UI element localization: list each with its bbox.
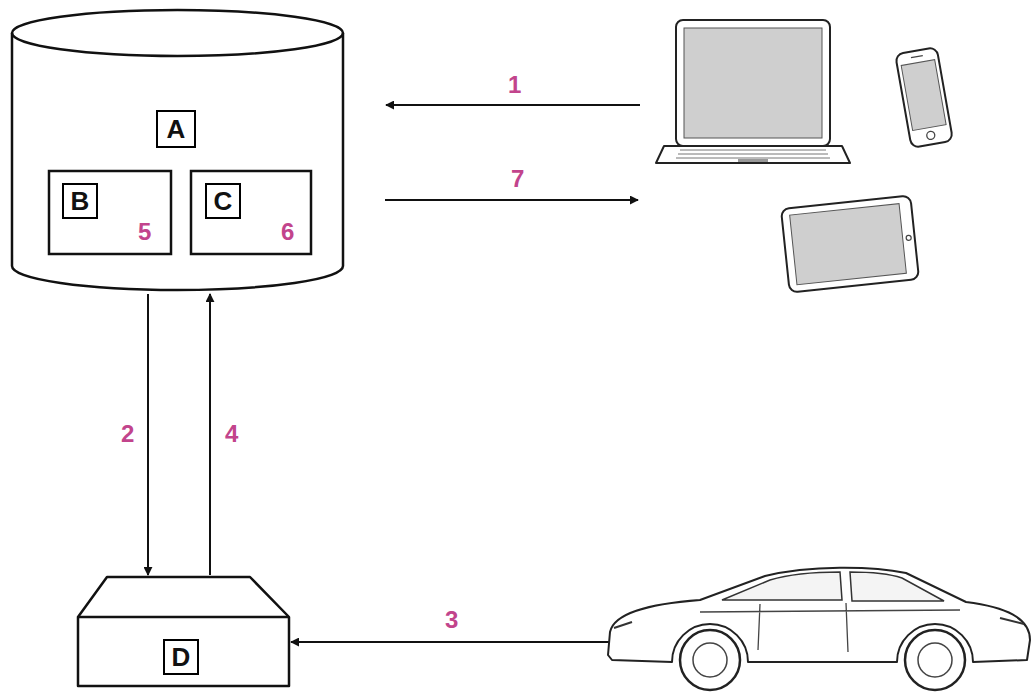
callout-number: 3 xyxy=(445,606,458,634)
tablet-screen xyxy=(790,204,907,285)
car-rear-hub xyxy=(693,643,727,677)
request-arrow xyxy=(386,104,640,106)
car-taillight xyxy=(614,622,632,628)
module-box: C6 xyxy=(190,170,312,255)
laptop-trackpad xyxy=(738,159,768,162)
device-edge xyxy=(78,616,289,619)
response-arrow xyxy=(385,199,638,201)
callout-number: 4 xyxy=(225,420,238,448)
phone-button xyxy=(926,131,935,140)
car-rear-window xyxy=(722,572,842,600)
device-outline xyxy=(78,577,289,686)
car-body xyxy=(608,568,1030,662)
laptop-screen xyxy=(684,28,822,138)
car-front-wheel xyxy=(905,630,965,690)
callout-number: 2 xyxy=(121,420,134,448)
callout-number: 6 xyxy=(281,218,294,246)
part-letter: B xyxy=(62,183,98,219)
cylinder-rim xyxy=(12,33,343,56)
callout-number: 1 xyxy=(508,71,521,99)
vehicle-arrow xyxy=(291,641,610,643)
tablet-button xyxy=(906,235,911,240)
part-letter: D xyxy=(163,639,199,675)
phone-illustration xyxy=(895,47,953,148)
car-illustration xyxy=(608,568,1030,690)
tablet-body xyxy=(781,195,919,292)
tablet-illustration xyxy=(781,195,919,292)
database-cylinder: AB5C6 xyxy=(10,8,345,294)
callout-number: 5 xyxy=(138,218,151,246)
part-letter: A xyxy=(156,110,196,148)
phone-speaker xyxy=(911,56,923,58)
car-front-hub xyxy=(918,643,952,677)
module-box: B5 xyxy=(48,170,172,255)
laptop-base xyxy=(656,146,850,163)
phone-screen xyxy=(901,60,946,131)
vehicle-device: D xyxy=(75,575,292,688)
car-rear-wheel xyxy=(680,630,740,690)
car-front-window xyxy=(850,572,944,601)
part-letter: C xyxy=(205,183,241,219)
cylinder-outline xyxy=(12,10,343,290)
callout-number: 7 xyxy=(511,165,524,193)
box-outline xyxy=(191,171,311,254)
laptop-keys xyxy=(676,150,830,158)
laptop-illustration xyxy=(656,20,850,163)
data-arrow xyxy=(147,294,149,575)
car-headlight xyxy=(1000,618,1024,624)
box-outline xyxy=(49,171,171,254)
laptop-lid xyxy=(676,20,830,146)
data-arrow xyxy=(209,294,211,575)
phone-body xyxy=(895,47,953,148)
